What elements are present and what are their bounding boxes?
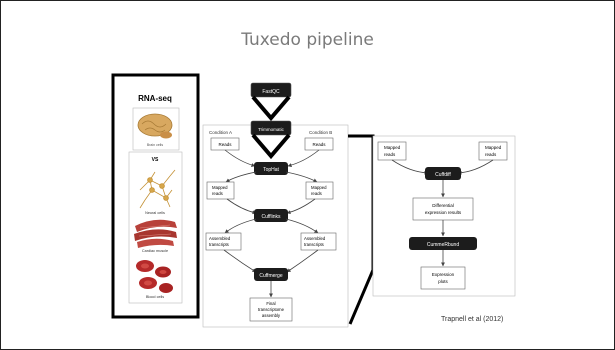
cuffdiff-step [425,167,461,180]
tophat-label: TopHat [263,167,279,173]
cardiac-caption: Cardiac muscle [142,249,168,253]
diff-label-1: Differential [432,203,453,208]
expr-label-1: Expression [432,272,455,277]
neural-cells-image [139,169,176,209]
cufflinks-label: Cufflinks [261,214,281,220]
expression-plots-box [420,266,466,290]
tophat-step [254,162,288,175]
assembled-b-label-2: transcripts [304,242,324,247]
cuffmerge-step [254,268,288,281]
condition-a-label: Condition A [209,130,232,135]
brain-caption: Brain cells [147,143,163,147]
final-label-2: transcriptome [258,307,285,312]
trimmomatic-label: Trimmomatic [258,127,285,132]
rna-seq-heading: RNA-seq [138,94,172,103]
assembled-b-label-1: Assembled [304,236,326,241]
cardiac-cells-image [134,219,177,248]
final-label-3: assembly [262,313,281,318]
citation-credit: Trapnell et al (2012) [441,316,504,323]
assembled-transcripts-b-box [300,232,337,251]
final-assembly-box [249,297,293,322]
condition-b-label: Condition B [309,130,332,135]
fastqc-step [250,82,292,98]
fastqc-arrow [251,95,291,122]
final-label-1: Final [266,301,275,306]
blood-caption: Blood cells [146,295,164,299]
mapped-b-label-1: Mapped [311,185,327,190]
cuffmerge-label: Cuffmerge [259,273,282,279]
assembled-a-label-2: transcripts [209,242,229,247]
right-mapped-b-label-2: reads [485,152,497,157]
tuxedo-figure-panel [202,124,349,328]
diff-label-2: expression results [425,210,462,215]
reads-a-label: Reads [218,142,232,147]
cufflinks-step [254,209,288,222]
vs-label: VS [152,157,159,163]
cummerbund-step [409,237,477,250]
fastqc-label: FastQC [262,89,280,95]
cuffdiff-label: Cuffdiff [435,172,451,178]
neural-caption: Neural cells [145,211,165,215]
brain-image [137,113,173,139]
mapped-a-label-2: reads [212,191,223,196]
right-mapped-a-label-2: reads [384,152,396,157]
assembled-transcripts-a-box [205,232,242,251]
mapped-b-label-2: reads [311,191,322,196]
right-mapped-a-label-1: Mapped [384,145,401,150]
slide-title: Tuxedo pipeline [241,30,374,50]
trimmomatic-arrow [251,133,291,160]
differential-results-box [412,197,474,221]
assembled-a-label-1: Assembled [209,236,231,241]
cummerbund-label: CummeRbund [427,242,459,248]
reads-b-label: Reads [312,142,326,147]
mapped-reads-b-box [305,181,334,200]
blood-cells-image [136,260,173,293]
mapped-reads-a-box [206,181,235,200]
expr-label-2: plots [438,279,448,284]
right-mapped-b-label-1: Mapped [485,145,502,150]
trimmomatic-step [250,120,292,136]
connector-line [348,134,375,325]
mapped-a-label-1: Mapped [212,185,228,190]
